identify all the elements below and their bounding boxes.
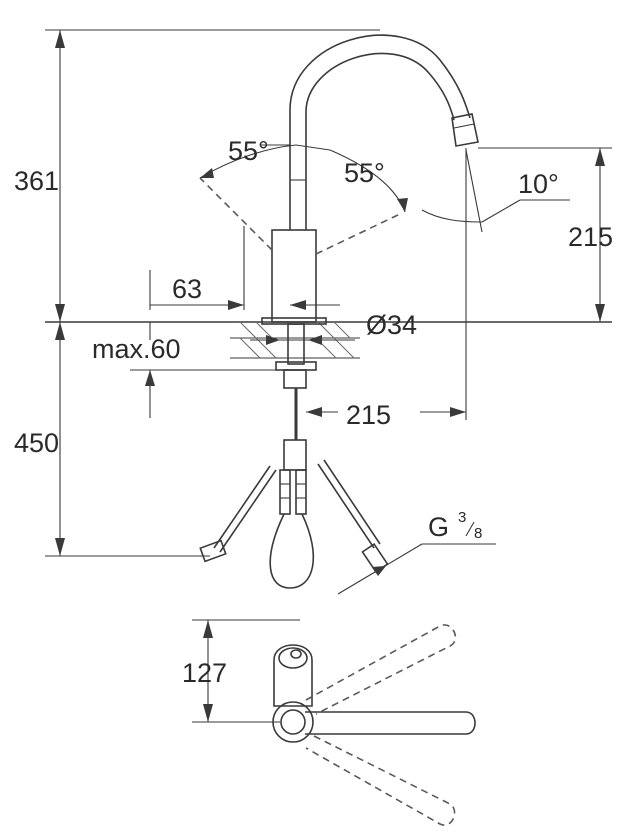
dimension-215-vertical: 215 xyxy=(478,147,613,322)
dimension-127: 127 xyxy=(182,619,300,723)
lever-swing: 55° 55° xyxy=(199,136,408,255)
connection-denominator: 8 xyxy=(474,525,482,542)
faucet-body xyxy=(261,34,479,325)
dimension-450: 450 xyxy=(14,322,210,557)
under-counter-assembly xyxy=(199,323,389,589)
dim-63-label: 63 xyxy=(172,274,202,304)
angle-right-label: 55° xyxy=(344,158,385,188)
dim-diameter-label: Ø34 xyxy=(366,310,417,340)
top-view xyxy=(272,624,476,826)
dim-max60-label: max.60 xyxy=(92,334,181,364)
dimension-215-horizontal: 215 xyxy=(306,400,466,430)
dim-215-vertical-label: 215 xyxy=(568,222,613,252)
angle-tilt-label: 10° xyxy=(518,169,559,199)
angle-left-label: 55° xyxy=(228,136,269,166)
dimension-max60: max.60 xyxy=(92,322,300,418)
countertop xyxy=(45,321,612,359)
dimension-connection: G 3 8 xyxy=(337,509,496,595)
dimension-spout-tilt: 10° xyxy=(421,148,570,420)
dimension-63: 63 xyxy=(149,226,340,310)
dim-450-label: 450 xyxy=(14,428,59,458)
dim-127-label: 127 xyxy=(182,658,227,688)
dim-361-label: 361 xyxy=(14,166,59,196)
dimension-diameter: Ø34 xyxy=(250,310,417,345)
dimension-361: 361 xyxy=(14,29,380,322)
dim-215-horizontal-label: 215 xyxy=(346,400,391,430)
connection-numerator: 3 xyxy=(458,509,466,526)
connection-label: G xyxy=(428,512,449,542)
